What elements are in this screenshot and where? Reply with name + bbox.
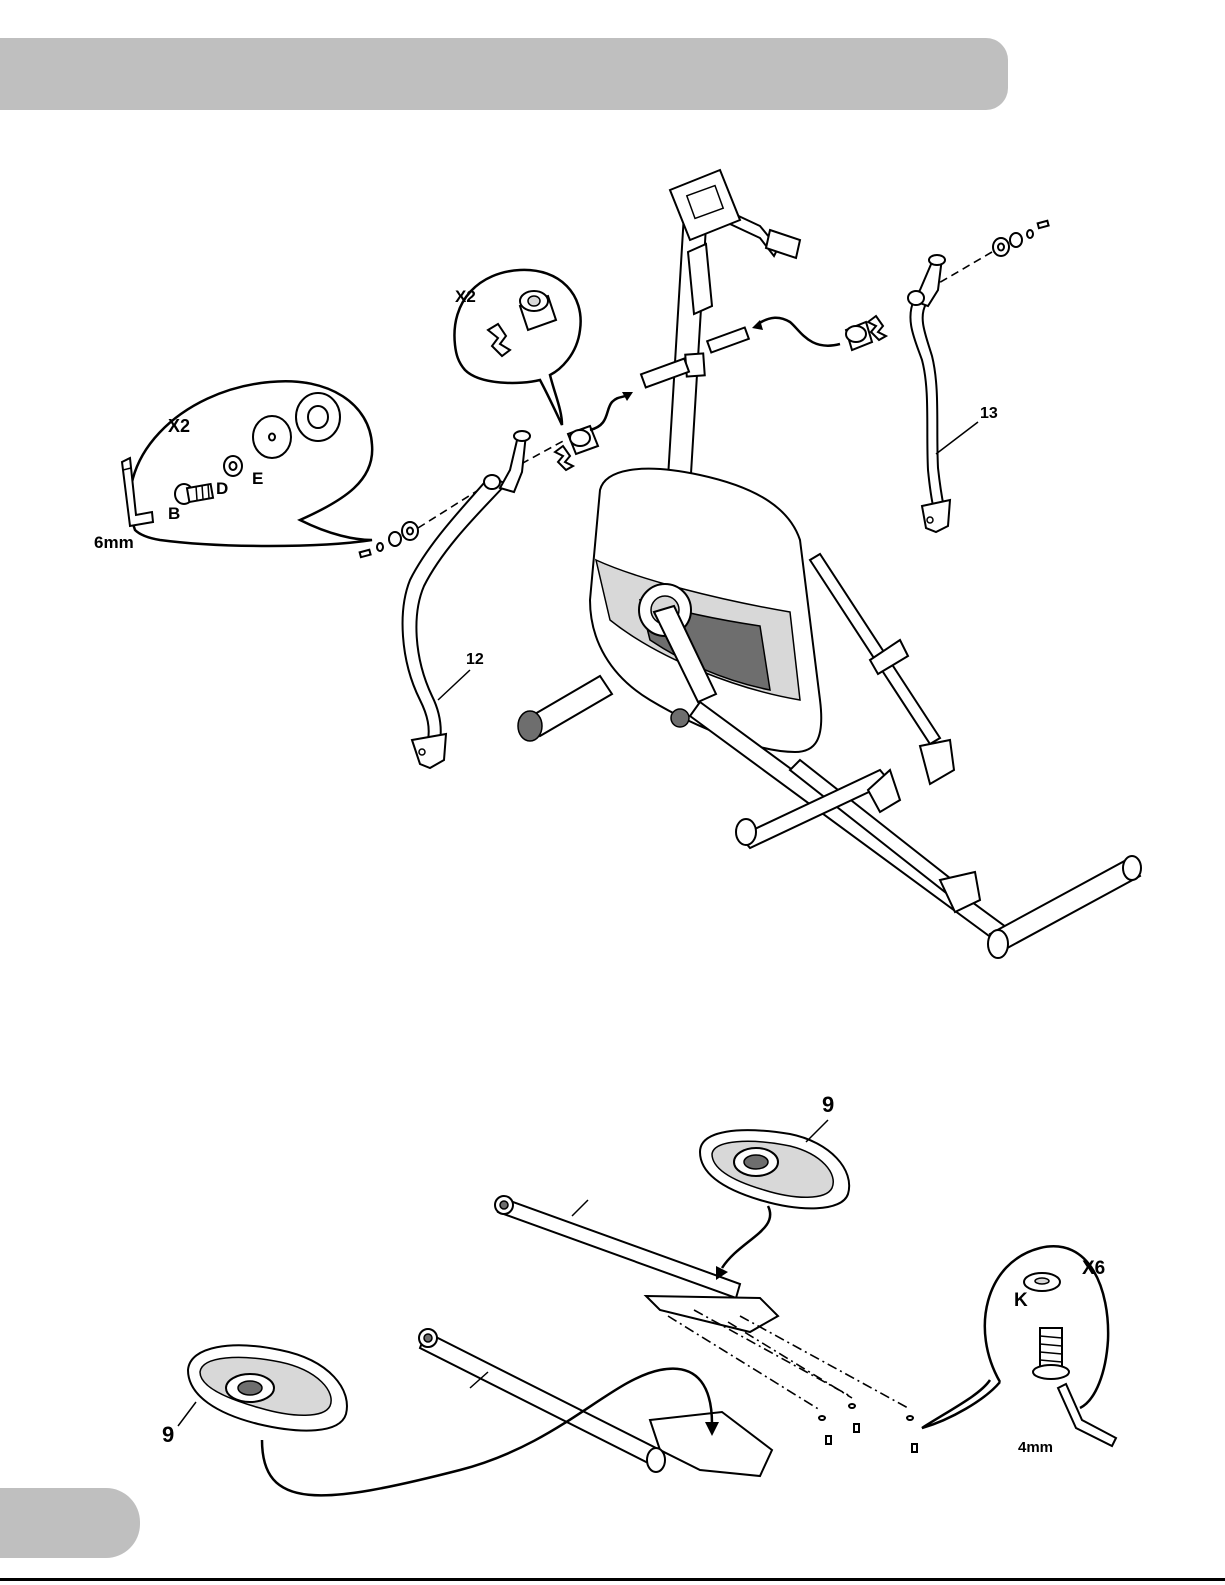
allen-key-icon [1058,1384,1116,1446]
bolt-icon [819,1404,917,1452]
pedal-left [188,1345,347,1430]
clip-icon [555,446,573,470]
part-label-k: K [1014,1290,1028,1311]
hardware-row-right [993,221,1049,256]
arrow-icon [590,395,628,430]
bushing-icon [846,322,872,350]
washer-icon [1024,1273,1060,1291]
part-label-b: B [168,504,180,523]
callout-bubble-right [922,1246,1108,1428]
arm-12 [403,431,530,768]
step2-figure: 9 [162,1092,1116,1495]
washer-icon [224,456,242,476]
pedal-tube-top [495,1196,778,1332]
bolt-icon [1033,1328,1069,1379]
arm-13 [908,255,950,532]
callout-top-qty: X2 [455,287,476,306]
bolt-icon [175,484,213,504]
part-label-e: E [252,469,263,488]
washer-icon [253,393,340,458]
tool-size-label-4mm: 4mm [1018,1439,1053,1456]
step1-figure: X2 6mm B D E X2 [94,170,1141,958]
callout-right-qty: X6 [1082,1258,1105,1279]
bolt-line-3 [740,1316,908,1408]
arm-13-label: 13 [980,405,998,422]
bushing-icon [520,291,556,330]
arrow-icon [758,318,840,346]
pedal-left-label: 9 [162,1422,174,1447]
callout-left-qty: X2 [168,416,190,436]
pedal-left-leader [178,1402,196,1426]
pedal-top-leader [806,1120,828,1142]
clip-icon [488,324,510,356]
bike-mast [641,170,800,490]
arm-12-label: 12 [466,651,484,668]
pedal-top-label: 9 [822,1092,834,1117]
part-label-d: D [216,479,228,498]
arm-13-leader [936,422,978,454]
pedal-top [700,1130,849,1208]
arrow-icon [722,1206,770,1268]
tool-size-label: 6mm [94,533,134,552]
arm-12-leader [438,670,470,700]
bolt-line-4 [728,1322,852,1398]
